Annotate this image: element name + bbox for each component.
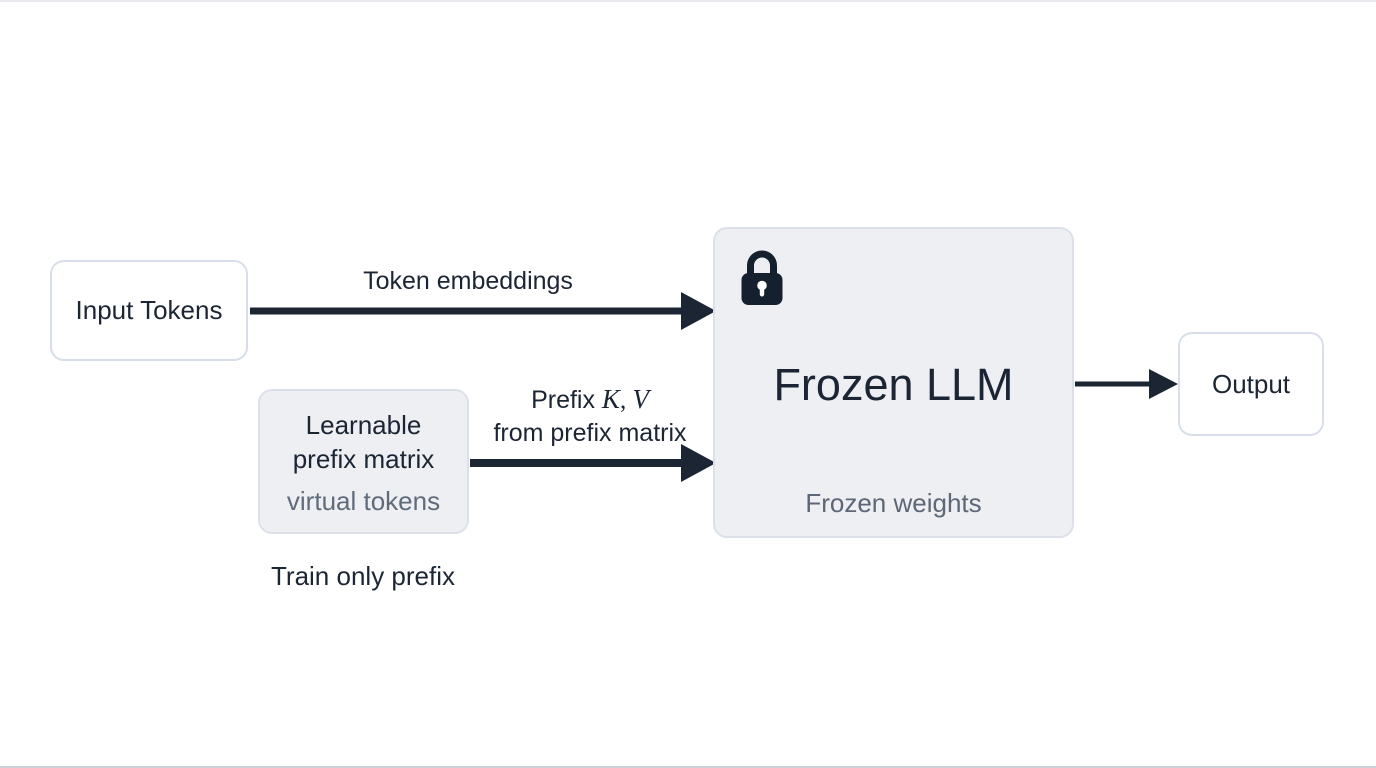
learnable-prefix-title: Learnable prefix matrix [292, 410, 435, 474]
token-embeddings-arrow [250, 292, 716, 330]
output-box: Output [1178, 332, 1324, 436]
frozen-weights-label: Frozen weights [805, 488, 982, 518]
token-embeddings-label: Token embeddings [363, 267, 573, 295]
prefix-kv-arrow [470, 444, 716, 482]
prefix-kv-label-line2: from prefix matrix [493, 419, 687, 447]
input-tokens-box: Input Tokens [50, 260, 248, 361]
frozen-llm-box: Frozen LLM Frozen weights [713, 227, 1074, 538]
input-tokens-label: Input Tokens [75, 295, 223, 325]
math-k: K [601, 384, 620, 414]
prefix-kv-label-line1: Prefix K, V [531, 384, 649, 414]
lock-icon [741, 250, 783, 305]
learnable-prefix-matrix-box: Learnable prefix matrix virtual tokens [258, 389, 469, 534]
train-only-prefix-label: Train only prefix [271, 561, 455, 591]
bottom-edge-line [0, 766, 1376, 768]
frozen-llm-title: Frozen LLM [773, 359, 1014, 410]
math-v: V [632, 384, 649, 414]
top-edge-line [0, 0, 1376, 2]
output-label: Output [1211, 368, 1291, 399]
virtual-tokens-label: virtual tokens [286, 486, 441, 516]
prefix-kv-label: Prefix K, V from prefix matrix [465, 383, 715, 449]
output-arrow [1075, 369, 1178, 399]
